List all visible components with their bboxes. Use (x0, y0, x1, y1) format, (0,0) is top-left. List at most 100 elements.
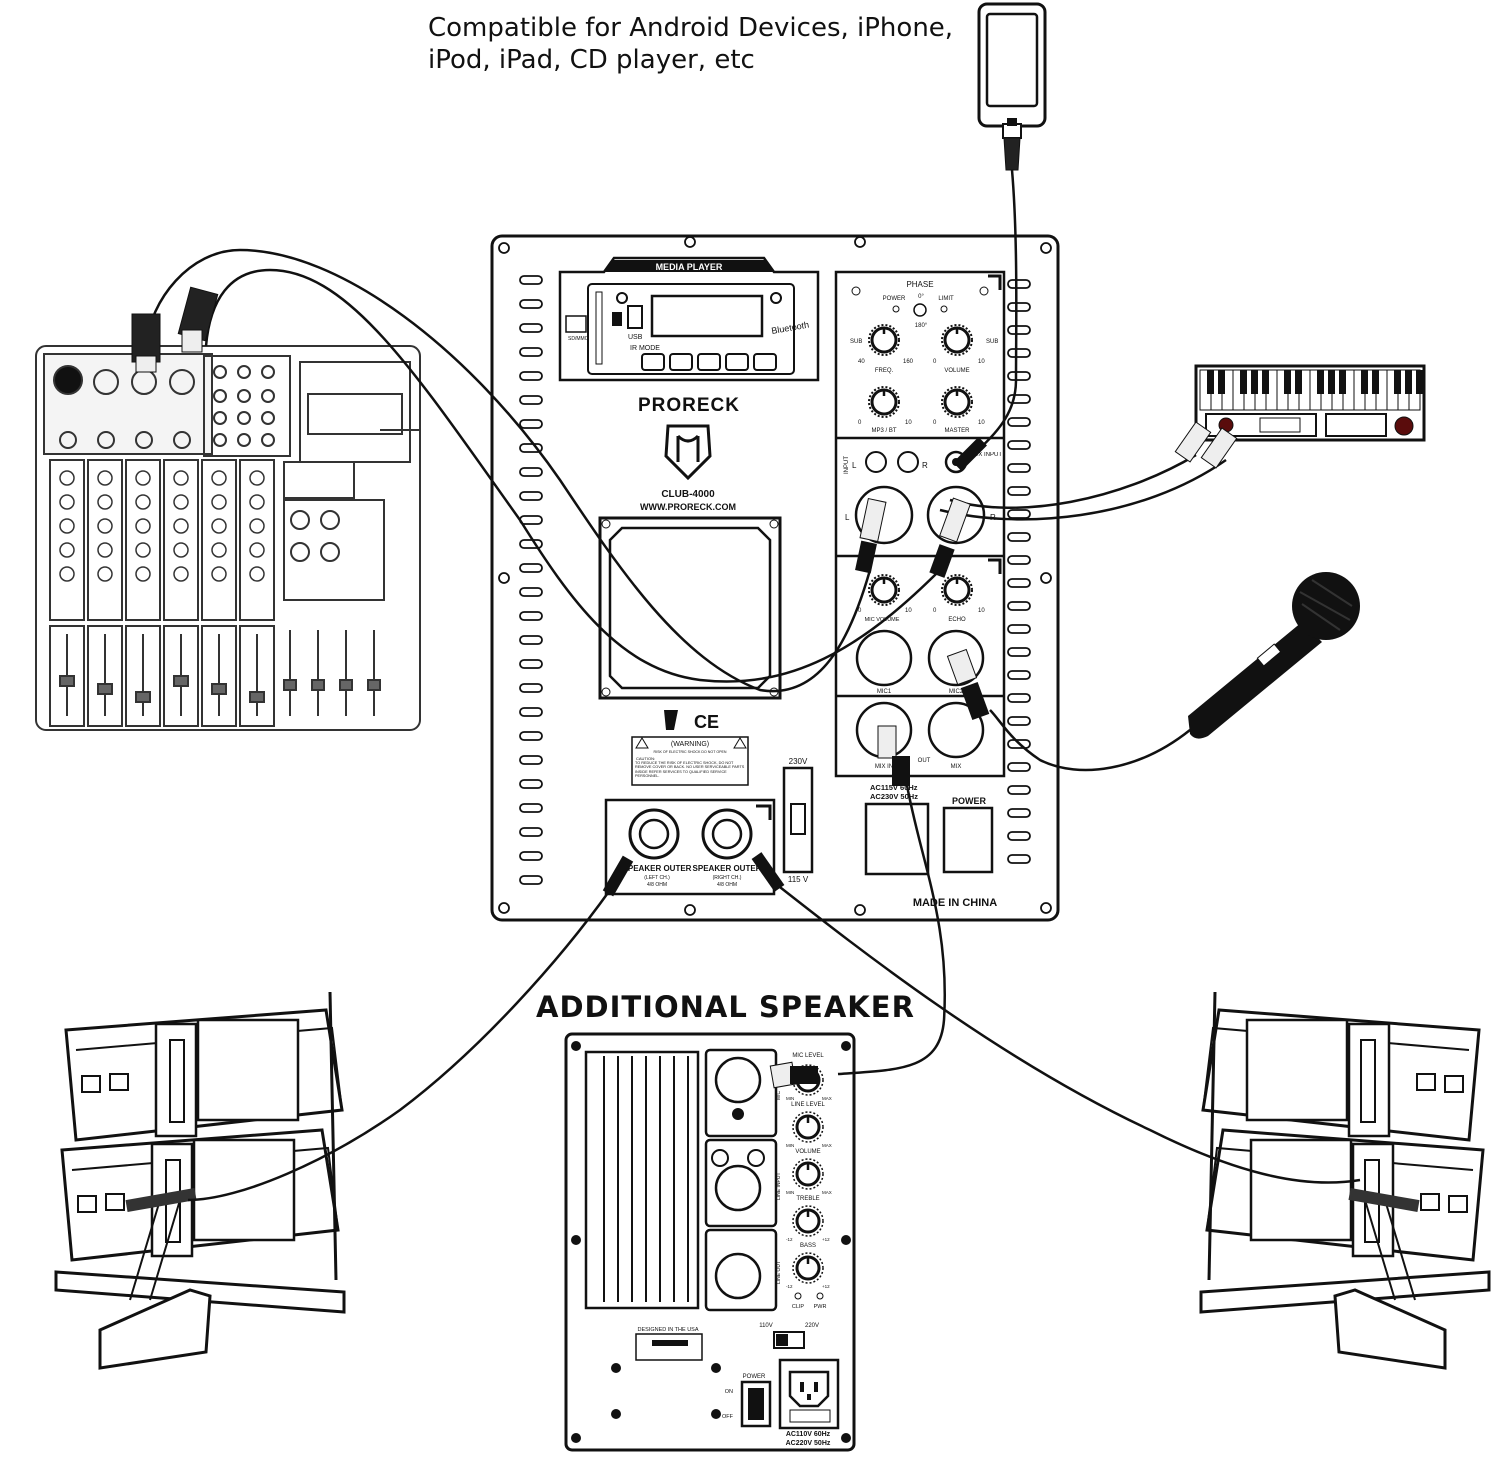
mic-min-label: MIN (786, 1096, 794, 1101)
mixer-knob-icon (211, 542, 227, 558)
vent-slot (1007, 578, 1031, 588)
bass-knob (792, 1252, 824, 1284)
ac110-label: AC110V 60Hz (786, 1431, 831, 1438)
freq-min-label: 40 (858, 359, 865, 365)
phase-button[interactable] (913, 303, 927, 317)
phase-label: PHASE (906, 280, 933, 289)
mic-level-label: MIC LEVEL (792, 1053, 824, 1059)
brand-name: PRORECK (638, 395, 740, 416)
vol-max-label: 10 (978, 359, 985, 365)
input-r-label: R (922, 461, 928, 470)
vol-min-label: 0 (933, 359, 937, 365)
mixer-fader-cap (173, 675, 189, 687)
screw-icon (498, 242, 510, 254)
array-cabinet (64, 1008, 344, 1142)
mp3-bt-knob (868, 386, 900, 418)
add-line-input-label: LINE INPUT (776, 1172, 782, 1200)
bass-min-label: -12 (786, 1284, 793, 1289)
piano-black-key (1339, 370, 1346, 394)
keyboard-device (1194, 364, 1426, 442)
treble-knob (792, 1205, 824, 1237)
mp3-bt-label: MP3 / BT (871, 428, 896, 434)
add-mic-jack[interactable] (714, 1056, 762, 1104)
vent-slot (519, 515, 543, 525)
mixer-knob-icon (97, 518, 113, 534)
vent-slot (1007, 440, 1031, 450)
vent-slot (1007, 532, 1031, 542)
line-array-left (54, 991, 346, 1370)
vent-slot (1007, 762, 1031, 772)
caution-text: TO REDUCE THE RISK OF ELECTRIC SHOCK, DO… (635, 761, 745, 778)
speakon-plug (125, 1188, 197, 1212)
line-array-right (1199, 991, 1491, 1370)
freq-label: FREQ. (875, 368, 894, 374)
speaker-outputs-panel: SPEAKER OUTER (LEFT CH.) 4/8 OHM SPEAKER… (604, 798, 776, 896)
mic-volume-label: MIC VOLUME (865, 617, 900, 623)
media-button (669, 353, 693, 371)
master-label: MASTER (944, 428, 970, 434)
caution-title: CAUTION: (636, 756, 655, 761)
mic1-jack[interactable] (855, 629, 913, 687)
mixer-fader-cap (135, 691, 151, 703)
vent-slot (519, 659, 543, 669)
amplifier-plate: MEDIA PLAYER SD/MMC USB IR MODE Bluetoot… (490, 234, 1060, 922)
limit-led-icon (940, 305, 948, 313)
mixer-strip (125, 459, 161, 621)
echo-knob (941, 574, 973, 606)
power-inlet[interactable] (864, 802, 930, 876)
ir-mode-label: IR MODE (630, 345, 660, 352)
volume-knob (941, 324, 973, 356)
mixer-strip (201, 459, 237, 621)
vent-slot (1007, 785, 1031, 795)
echo-max-label: 10 (978, 608, 985, 614)
vent-slot (1007, 417, 1031, 427)
mixer-knob-icon (173, 470, 189, 486)
mic1-label: MIC1 (877, 689, 892, 695)
cables (144, 169, 1361, 1202)
power-switch[interactable] (942, 806, 994, 874)
add-line-input-jack[interactable] (714, 1164, 762, 1212)
media-button (725, 353, 749, 371)
screw-icon (841, 1433, 851, 1443)
screw-icon (571, 1433, 581, 1443)
vent-slot (519, 467, 543, 477)
power-led-icon (892, 305, 900, 313)
add-line-out-jack[interactable] (714, 1252, 762, 1300)
array-cabinet (1201, 1008, 1481, 1142)
mixer-knob-icon (211, 518, 227, 534)
mixer-knob-icon (97, 566, 113, 582)
right-ohm-label: 4/8 OHM (717, 882, 737, 888)
mixer-strip (87, 459, 123, 621)
sub-right-label: SUB (986, 339, 998, 345)
voltage-115-label: 115 V (788, 875, 809, 884)
left-ch-label: (LEFT CH.) (644, 875, 670, 881)
additional-speaker-panel: MIC LINE INPUT LINE OUT MIC LEVEL LINE L… (564, 1032, 856, 1452)
piano-black-key (1218, 370, 1225, 394)
rca-input-right[interactable] (897, 451, 919, 473)
warning-label: (WARNING) RISK OF ELECTRIC SHOCK DO NOT … (631, 736, 749, 786)
v220-label: 220V (805, 1323, 819, 1329)
vent-slot (1007, 486, 1031, 496)
vent-slot (1007, 463, 1031, 473)
add-volume-label: VOLUME (795, 1149, 820, 1155)
add-line-out-label: LINE OUT (776, 1261, 782, 1284)
line-level-label: LINE LEVEL (791, 1102, 825, 1108)
vent-slot (1007, 394, 1031, 404)
screw-icon (711, 1363, 721, 1373)
vent-slot (519, 419, 543, 429)
rca-input-left[interactable] (865, 451, 887, 473)
sd-label: SD/MMC (568, 336, 589, 342)
echo-min-label: 0 (933, 608, 937, 614)
mixer-fader-cap (283, 679, 297, 691)
vent-slot (519, 587, 543, 597)
screw-icon (841, 1041, 851, 1051)
mix-out-jack[interactable] (927, 701, 985, 759)
mixer-fader-cap (97, 683, 113, 695)
mixer-knob-icon (249, 542, 265, 558)
media-player-module: MEDIA PLAYER SD/MMC USB IR MODE Bluetoot… (558, 256, 820, 382)
vent-slot (1007, 279, 1031, 289)
left-ohm-label: 4/8 OHM (647, 882, 667, 888)
microphone-device (1188, 572, 1360, 739)
fan-vent (598, 516, 782, 700)
